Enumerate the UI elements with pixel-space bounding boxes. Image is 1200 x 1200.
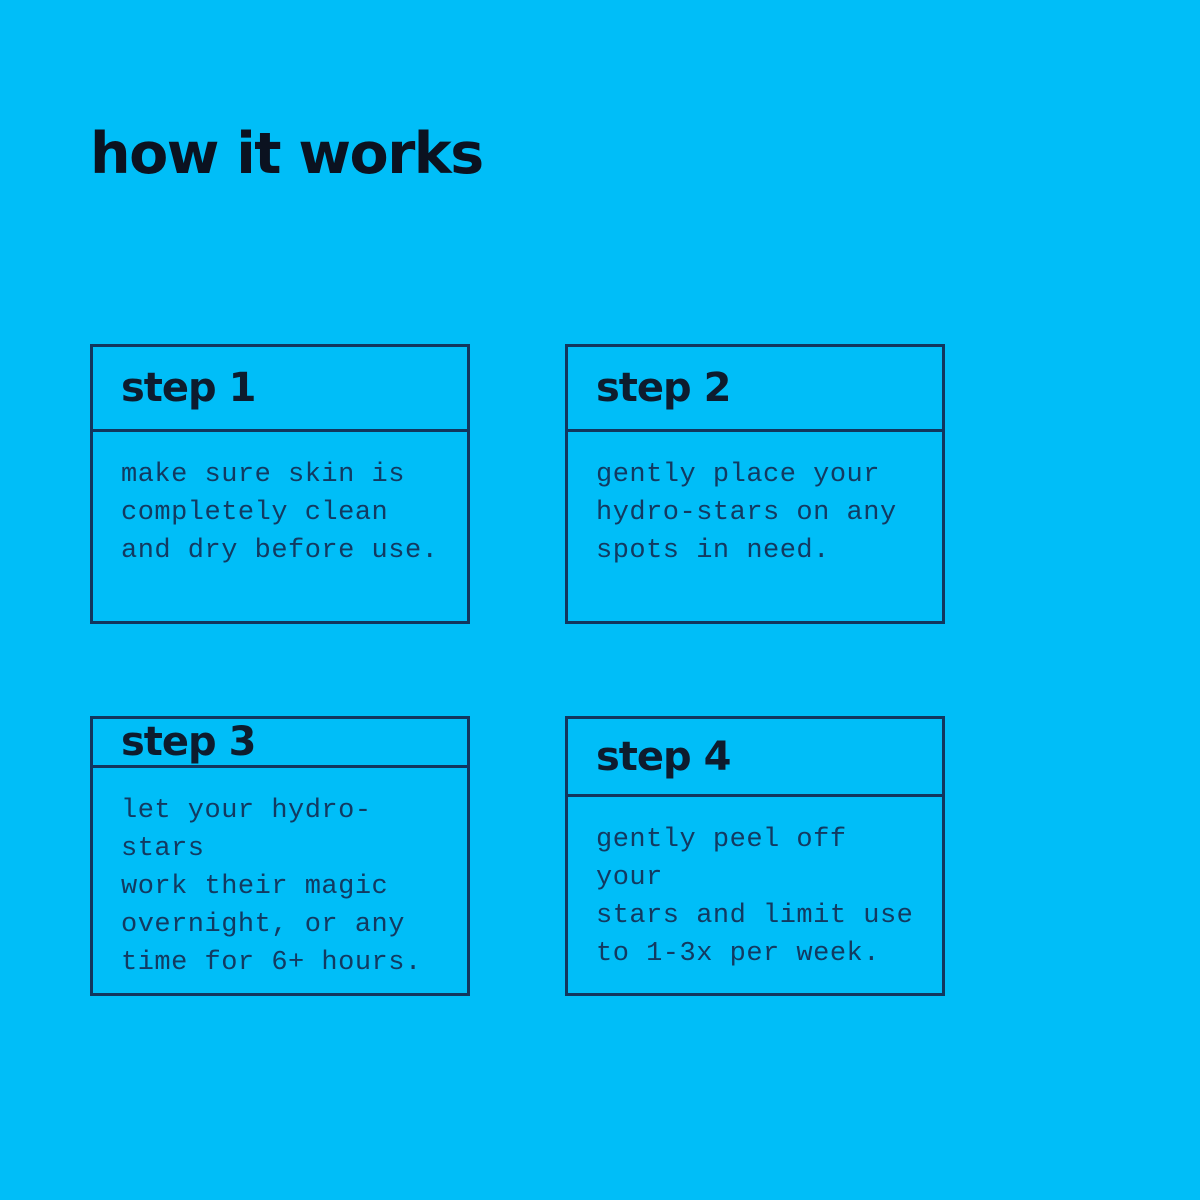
page-title: how it works	[90, 121, 484, 187]
step-card-4: step 4 gently peel off your stars and li…	[565, 716, 945, 996]
step-card-3: step 3 let your hydro-stars work their m…	[90, 716, 470, 996]
step-4-description: gently peel off your stars and limit use…	[596, 825, 914, 969]
step-card-2: step 2 gently place your hydro-stars on …	[565, 344, 945, 624]
step-2-description: gently place your hydro-stars on any spo…	[596, 460, 897, 566]
step-card-3-header: step 3	[93, 719, 467, 768]
step-card-2-body: gently place your hydro-stars on any spo…	[568, 432, 942, 621]
step-2-label: step 2	[596, 365, 731, 411]
step-3-description: let your hydro-stars work their magic ov…	[121, 796, 422, 978]
step-card-4-header: step 4	[568, 719, 942, 797]
step-card-4-body: gently peel off your stars and limit use…	[568, 797, 942, 993]
step-card-1-body: make sure skin is completely clean and d…	[93, 432, 467, 621]
step-4-label: step 4	[596, 733, 731, 780]
step-1-label: step 1	[121, 365, 256, 411]
step-3-label: step 3	[121, 719, 256, 765]
steps-grid: step 1 make sure skin is completely clea…	[90, 344, 945, 996]
step-card-3-body: let your hydro-stars work their magic ov…	[93, 768, 467, 1002]
step-1-description: make sure skin is completely clean and d…	[121, 460, 439, 566]
step-card-1-header: step 1	[93, 347, 467, 432]
step-card-2-header: step 2	[568, 347, 942, 432]
step-card-1: step 1 make sure skin is completely clea…	[90, 344, 470, 624]
